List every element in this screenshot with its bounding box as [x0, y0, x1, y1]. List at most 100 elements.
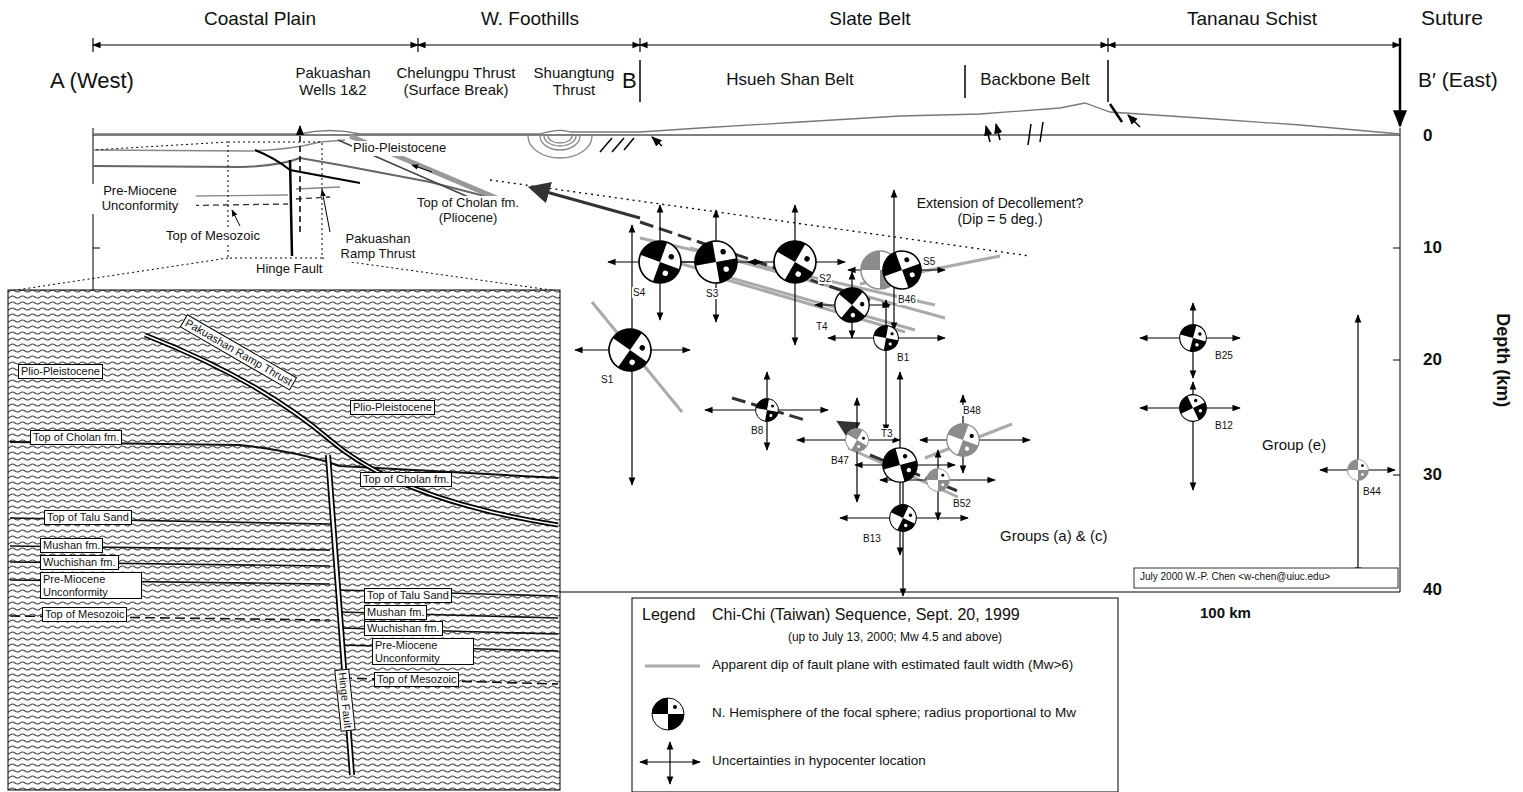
- axis-dot: [857, 445, 861, 449]
- beachball: [845, 428, 869, 452]
- surface-fault-marks: [600, 104, 1140, 152]
- text-label: 20: [1423, 350, 1442, 370]
- focal-sphere: [1348, 460, 1369, 481]
- compressional-quadrant: [1179, 324, 1207, 352]
- legend-box: [645, 665, 700, 668]
- beachball: [773, 240, 817, 284]
- event-label: S2: [818, 273, 832, 284]
- text-label: Tananau Schist: [1187, 8, 1317, 30]
- surface-fault-marks: [1028, 122, 1043, 145]
- beachball: [755, 398, 779, 422]
- text-label: Backbone Belt: [980, 70, 1090, 90]
- seismic-label: Mushan fm.: [364, 605, 427, 620]
- seismic-label: Plio-Pleistocene: [18, 364, 103, 379]
- axis-dot: [902, 453, 907, 458]
- region-bar: [418, 44, 640, 45]
- credit-box: [1134, 568, 1398, 588]
- thrust-fault: [255, 150, 360, 183]
- beachball: [882, 250, 922, 290]
- topography: [93, 103, 1400, 158]
- seismic-inset: [10, 442, 558, 478]
- seismic-label: Wuchishan fm.: [364, 621, 443, 636]
- surface-fault-marks: [1128, 115, 1140, 127]
- text-label: Top of Cholan fm. (Pliocene): [402, 196, 534, 226]
- text-label: Legend: [642, 606, 695, 624]
- belt-boundary: [640, 60, 1108, 102]
- focal-sphere: [873, 325, 899, 351]
- focal-mechanism: S3: [694, 240, 738, 284]
- focal-mechanism: B44: [1347, 459, 1369, 481]
- axis-dot: [795, 270, 802, 277]
- text-label: Shuangtung Thrust: [528, 64, 620, 99]
- compressional-quadrant: [946, 423, 980, 457]
- text-label: A (West): [50, 68, 134, 93]
- axis-dot: [662, 270, 669, 277]
- focal-mechanism: B8: [755, 398, 779, 422]
- compressional-quadrant: [1179, 394, 1207, 422]
- focal-mechanism: S2: [773, 240, 817, 284]
- legend-box: [652, 698, 684, 730]
- text-label: W. Foothills: [481, 8, 579, 30]
- text-label: Coastal Plain: [204, 8, 316, 30]
- focal-mechanism: B12: [1179, 394, 1207, 422]
- axis-dot: [668, 253, 675, 260]
- beachball: [608, 328, 652, 372]
- axis-dot: [1195, 343, 1199, 347]
- surface-fault-marks: [1110, 104, 1122, 122]
- seismic-label: Pre-Miocene Unconformity: [40, 572, 142, 599]
- axis-dot: [904, 257, 910, 263]
- compressional-quadrant: [889, 504, 917, 532]
- axis-dot: [803, 255, 810, 262]
- focal-mechanism: B52: [926, 468, 950, 492]
- axis-dot: [969, 433, 974, 438]
- thrust-fault: [232, 210, 240, 226]
- beachball: [1179, 394, 1207, 422]
- seismic-inset: [10, 335, 558, 775]
- suture-arrow: [1399, 38, 1402, 126]
- text-label: B′ (East): [1418, 68, 1498, 92]
- seismic-label: Top of Cholan fm.: [30, 430, 122, 445]
- legend-text: Uncertainties in hypocenter location: [712, 753, 926, 769]
- event-label: B13: [862, 533, 882, 544]
- axis-dot: [908, 513, 913, 518]
- beachball: [638, 240, 682, 284]
- credit-box: [1134, 568, 1398, 588]
- compressional-quadrant: [845, 428, 869, 452]
- axis-dot: [638, 344, 646, 352]
- axis-dot: [941, 483, 944, 486]
- event-label: S5: [922, 256, 936, 267]
- seismic-label: Pre-Miocene Unconformity: [372, 638, 474, 665]
- text-label: 10: [1423, 238, 1442, 258]
- axis-dot: [890, 332, 894, 336]
- event-label: S1: [600, 374, 614, 385]
- focal-mechanism: T4: [834, 287, 870, 323]
- beachball: [1348, 460, 1369, 481]
- seismic-label: Top of Cholan fm.: [360, 472, 452, 487]
- event-label: S4: [632, 287, 646, 298]
- event-label: B44: [1362, 486, 1382, 497]
- compressional-quadrant: [608, 328, 652, 372]
- text-label: 0: [1423, 126, 1432, 146]
- beachball: [608, 328, 652, 372]
- axis-dot: [850, 312, 856, 318]
- text-label: 100 km: [1200, 604, 1251, 621]
- legend-box: [669, 742, 670, 784]
- focal-sphere: [1179, 324, 1207, 352]
- legend-box: [632, 598, 1118, 792]
- focal-mechanism: B25: [1179, 324, 1207, 352]
- seismic-inset: [10, 616, 558, 684]
- text-label: Pre-Miocene Unconformity: [84, 184, 196, 214]
- axis-dot: [1361, 464, 1364, 467]
- beachball: [882, 447, 918, 483]
- text-label: Depth (km): [1493, 313, 1514, 407]
- fault-plane-dip: [592, 302, 682, 412]
- axis-dot: [906, 467, 911, 472]
- axis-dot: [628, 358, 636, 366]
- text-label: Pakuashan Ramp Thrust: [327, 232, 429, 262]
- focal-mechanism: S5: [882, 250, 922, 290]
- beachball: [873, 325, 899, 351]
- compressional-quadrant: [694, 240, 738, 284]
- focal-mechanism: B13: [889, 504, 917, 532]
- beachball: [638, 240, 682, 284]
- topography: [93, 103, 1400, 134]
